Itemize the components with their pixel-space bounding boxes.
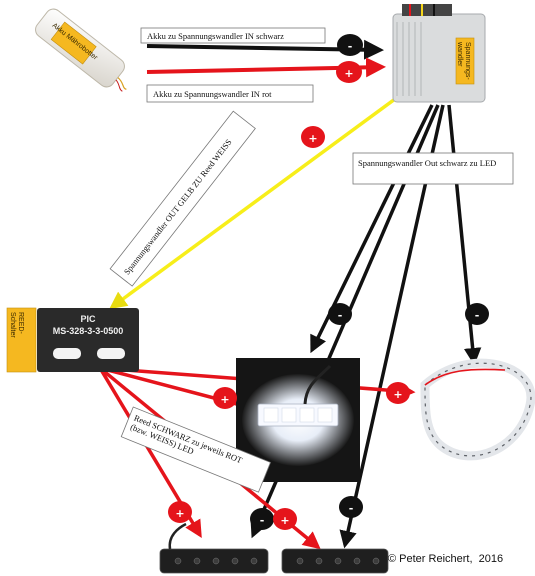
battery: Akku Mährobotter <box>35 8 127 92</box>
converter-label: Spannungs-wandler <box>456 41 471 80</box>
plus-marker: + <box>336 61 362 83</box>
svg-text:-: - <box>475 309 480 322</box>
svg-text:-: - <box>338 309 343 322</box>
reed-model-line2: MS-328-3-3-0500 <box>53 326 124 336</box>
label-yellow-to-reed: Spannungswandler OUT GELB ZU Reed WEISS <box>109 110 256 287</box>
plus-marker: + <box>273 508 297 530</box>
svg-text:-: - <box>348 40 353 53</box>
svg-text:+: + <box>280 514 289 527</box>
wire-converter-reed-yellow <box>109 86 412 310</box>
minus-marker: - <box>465 303 489 325</box>
minus-marker: - <box>339 496 363 518</box>
reed-model-line1: PIC <box>80 314 96 324</box>
label-converter-out-black-text: Spannungswandler Out schwarz zu LED <box>358 158 496 168</box>
svg-text:+: + <box>220 393 229 406</box>
minus-marker: - <box>328 303 352 325</box>
minus-marker: - <box>250 508 274 530</box>
reed-switch: REED-Schalter PIC MS-328-3-3-0500 <box>6 307 139 373</box>
label-converter-in-red: Akku zu Spannungswandler IN rot <box>146 84 314 103</box>
svg-text:+: + <box>308 132 317 145</box>
reed-switch-label: REED-Schalter <box>9 312 24 338</box>
label-converter-in-red-text: Akku zu Spannungswandler IN rot <box>153 89 272 99</box>
plus-marker: + <box>168 501 192 523</box>
led-strip-right <box>420 358 535 461</box>
plus-marker: + <box>301 126 325 148</box>
voltage-converter: Spannungs-wandler <box>392 4 486 103</box>
led-bar-left <box>159 522 269 574</box>
svg-text:+: + <box>393 388 402 401</box>
copyright-text: © Peter Reichert, 2016 <box>388 553 504 565</box>
label-yellow-to-reed-text: Spannungswandler OUT GELB ZU Reed WEISS <box>122 137 234 277</box>
svg-text:-: - <box>260 514 265 527</box>
label-converter-in-black: Akku zu Spannungswandler IN schwarz <box>140 27 326 44</box>
label-converter-out-black: Spannungswandler Out schwarz zu LED <box>352 152 514 185</box>
label-converter-in-black-text: Akku zu Spannungswandler IN schwarz <box>147 31 284 41</box>
svg-text:+: + <box>175 507 184 520</box>
plus-marker: + <box>386 382 410 404</box>
led-bar-right <box>281 548 389 574</box>
svg-text:+: + <box>344 67 353 80</box>
plus-marker: + <box>213 387 237 409</box>
wire-converter-out-black-4 <box>447 104 482 366</box>
svg-text:-: - <box>349 502 354 515</box>
minus-marker: - <box>337 34 363 56</box>
